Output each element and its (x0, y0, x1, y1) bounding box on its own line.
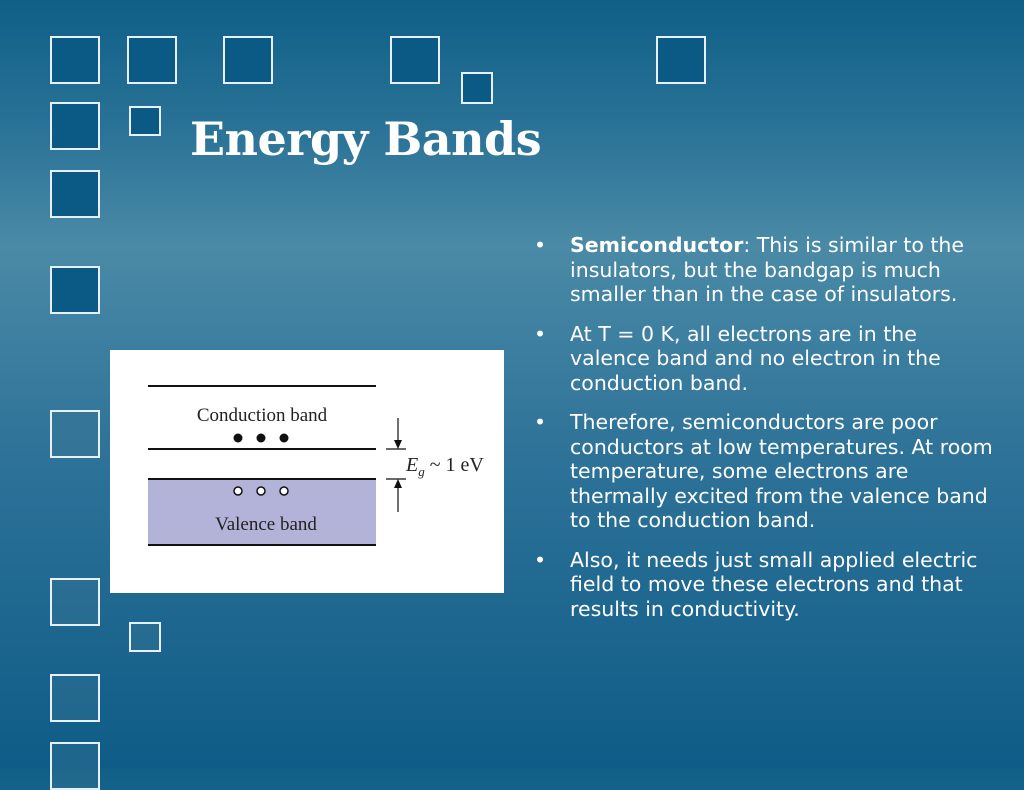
decor-square (50, 266, 100, 314)
decor-square (461, 72, 493, 104)
decor-square (390, 36, 440, 84)
decor-square (129, 106, 161, 136)
decor-square (50, 742, 100, 790)
slide-title: Energy Bands (190, 112, 542, 166)
bullet-marker: • (534, 321, 547, 346)
hole-circle (233, 486, 243, 496)
decor-square (50, 578, 100, 626)
valence-band-label: Valence band (215, 514, 317, 535)
gap-arrow-up-icon (394, 479, 402, 488)
bullet-text: At T = 0 K, all electrons are in the val… (570, 321, 941, 395)
decor-square (223, 36, 273, 84)
hole-circle (256, 486, 266, 496)
electron-dot (256, 433, 266, 443)
bullet-item: • Semiconductor: This is similar to the i… (534, 233, 996, 307)
bullet-text: : This is similar to the insulators, but… (570, 233, 965, 306)
bullet-text: Therefore, semiconductors are poor condu… (570, 410, 993, 532)
conduction-band-label: Conduction band (197, 405, 328, 426)
hole-circle (279, 486, 289, 496)
decor-square (129, 622, 161, 652)
bullet-item: • Therefore, semiconductors are poor cond… (534, 410, 996, 533)
bullet-item: • Also, it needs just small applied elect… (534, 548, 996, 622)
gap-subscript: g (418, 464, 425, 479)
bullet-bold-term: Semiconductor (570, 233, 744, 257)
bullet-marker: • (534, 233, 547, 257)
decor-square (50, 170, 100, 218)
bullet-marker: • (534, 547, 547, 572)
decor-square (50, 36, 100, 84)
electron-dot (233, 433, 243, 443)
decor-square (50, 410, 100, 458)
bullet-list: • Semiconductor: This is similar to the i… (534, 233, 996, 636)
gap-label: Eg ~ 1 eV (405, 454, 484, 479)
decor-square (50, 102, 100, 150)
gap-arrow-down-icon (394, 440, 402, 449)
decor-square (50, 674, 100, 722)
bullet-text: Also, it needs just small applied electr… (570, 547, 978, 621)
electron-dot (279, 433, 289, 443)
decor-square (656, 36, 706, 84)
energy-band-diagram: Conduction band Valence band Eg ~ 1 eV (110, 350, 504, 593)
bullet-marker: • (534, 410, 547, 434)
gap-symbol: E (405, 454, 418, 476)
bullet-item: • At T = 0 K, all electrons are in the va… (534, 322, 996, 396)
band-diagram-svg: Conduction band Valence band Eg ~ 1 eV (148, 385, 484, 546)
decor-square (127, 36, 177, 84)
gap-value: ~ 1 eV (425, 454, 485, 476)
